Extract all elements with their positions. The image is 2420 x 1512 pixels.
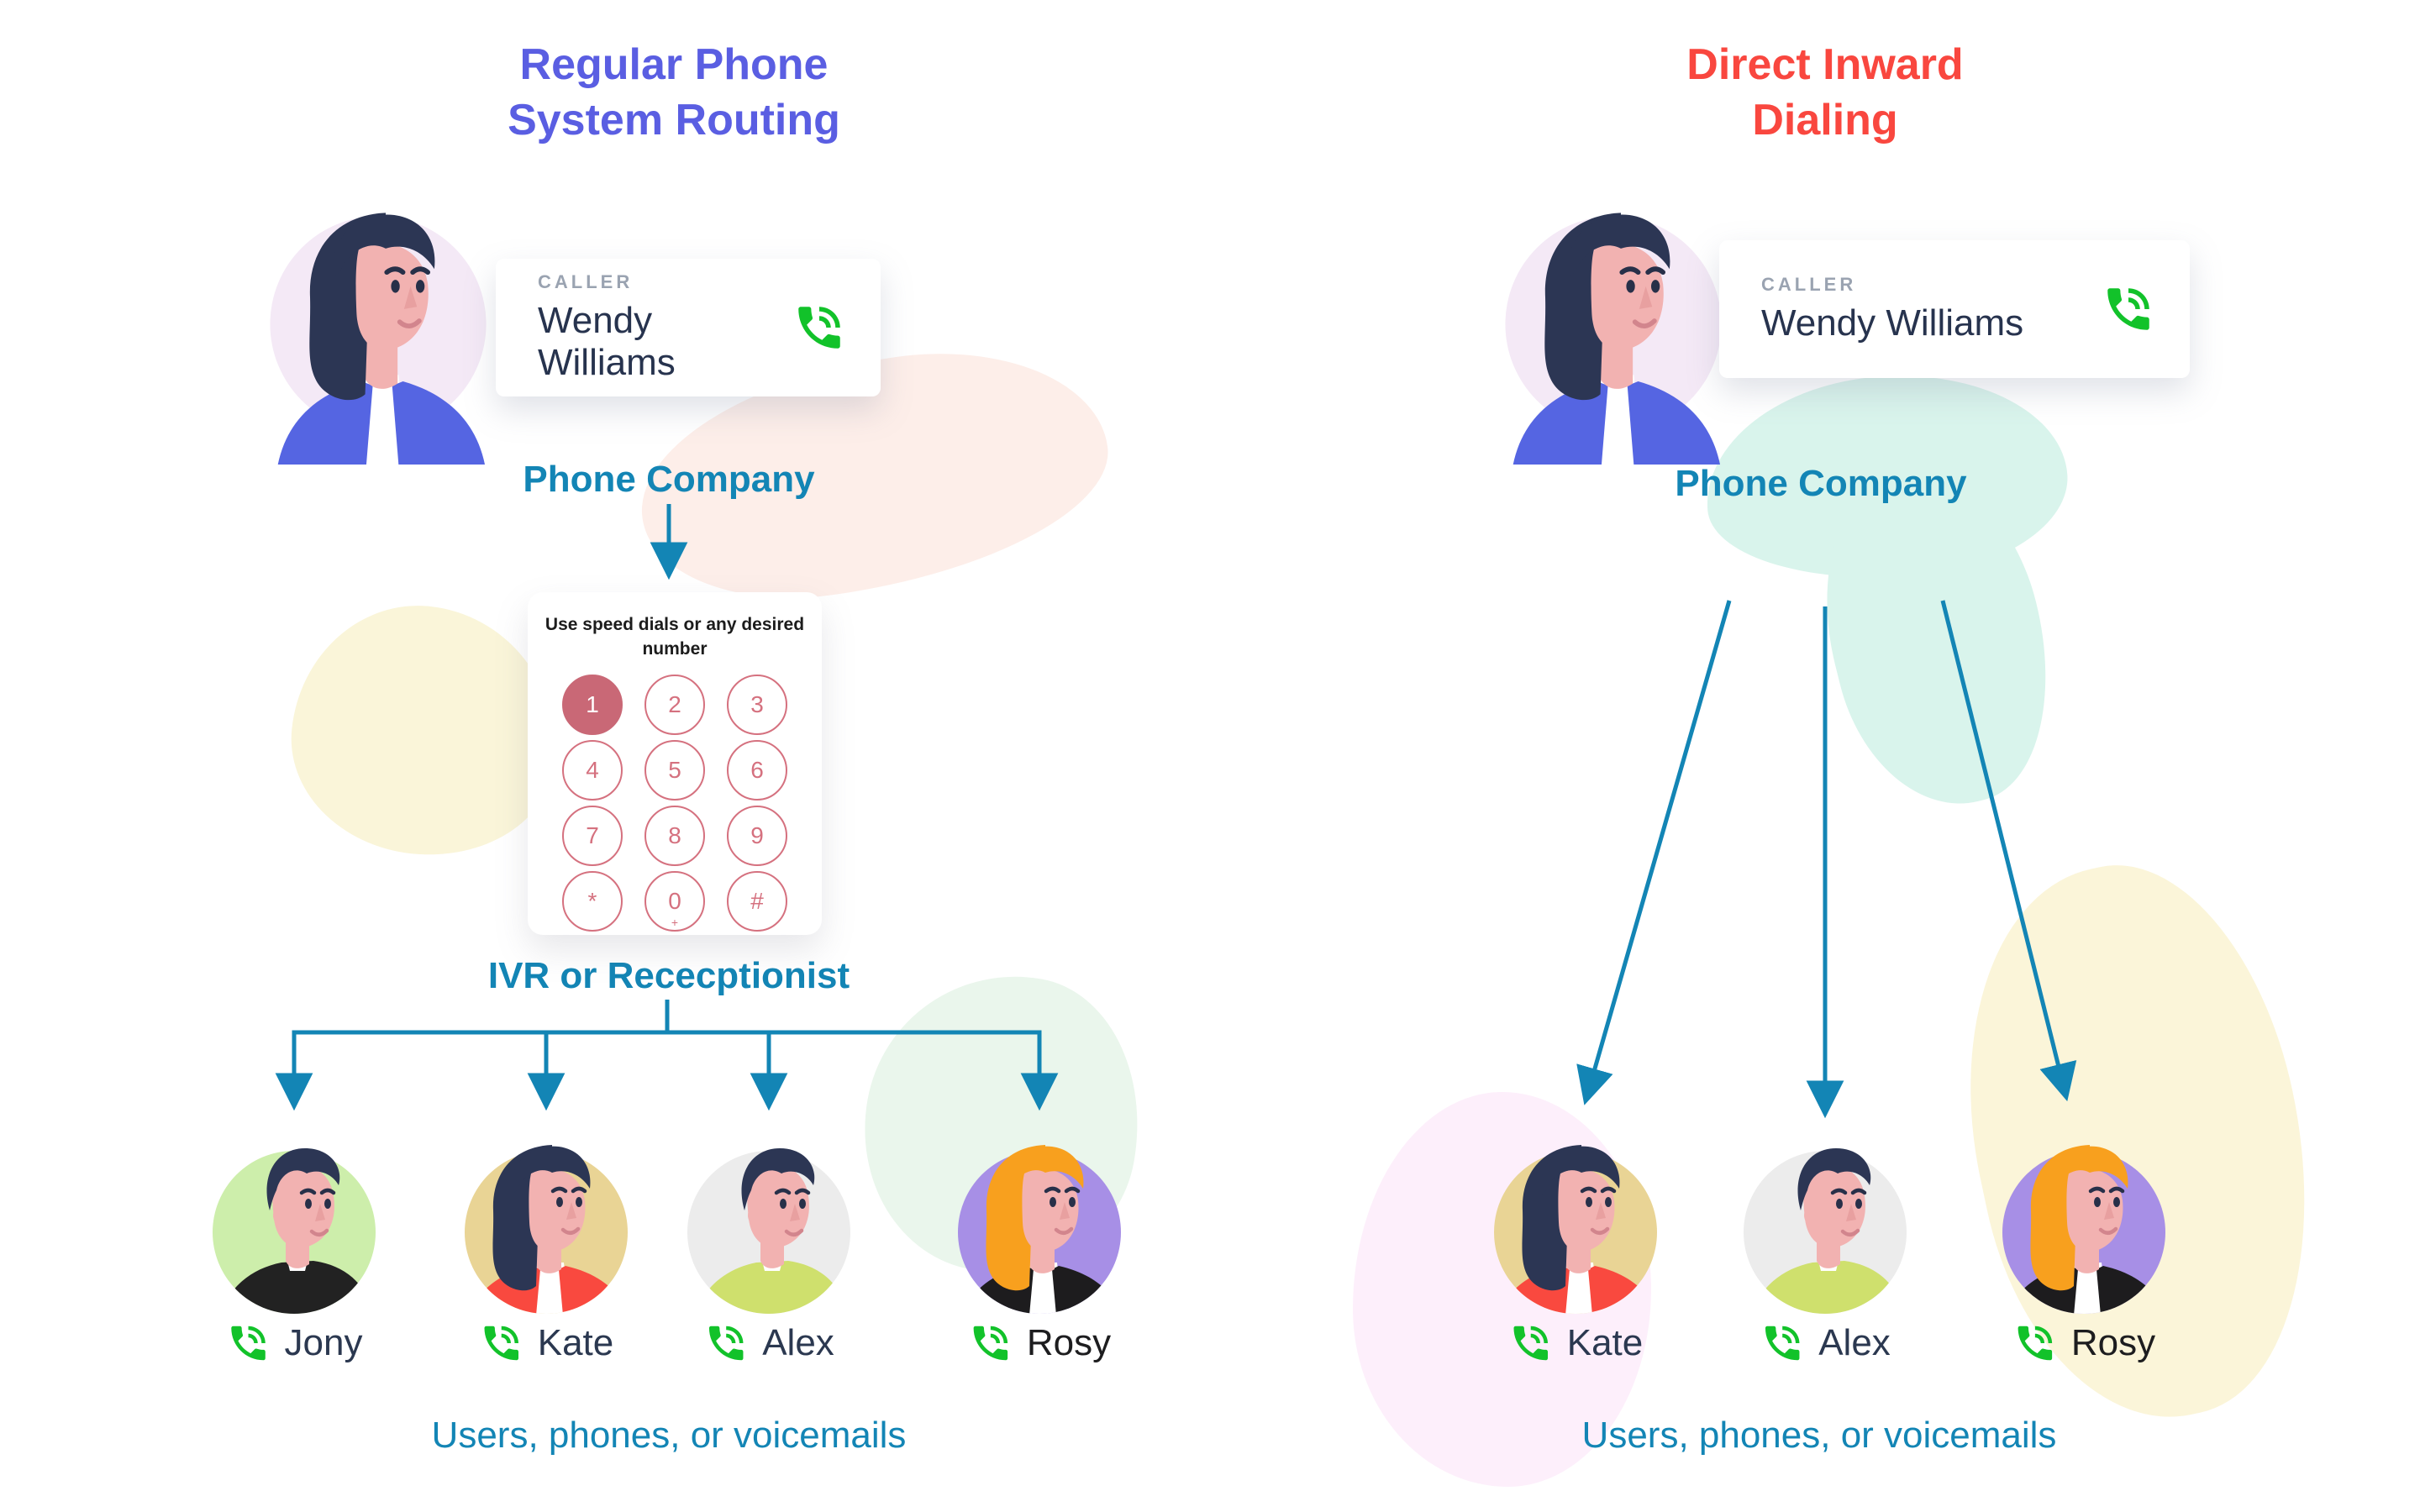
phone-call-icon [1765,1326,1800,1361]
users-label: Users, phones, or voicemails [431,1415,907,1456]
left-avatar-rosy [951,1130,1128,1323]
incoming-call-icon [792,300,847,355]
right-title: Direct Inward Dialing [1531,37,2119,148]
right-avatar-kate [1487,1130,1664,1323]
phone-call-icon [2107,288,2149,330]
caller-label: CALLER [1761,274,1857,295]
left-label-rosy: Rosy [968,1320,1111,1366]
keypad-instruction-line2: number [642,639,708,659]
keypad-key-7[interactable]: 7 [562,806,623,866]
arrow-direct-rosy [1940,600,2077,1102]
right-title-line1: Direct Inward [1686,40,1964,89]
left-label-jony: Jony [226,1320,363,1366]
phone-call-icon [1513,1326,1548,1361]
caller-id-card: CALLER Wendy Williams [1719,240,2190,378]
caller-avatar [265,200,492,466]
caller-avatar [1500,200,1727,466]
keypad-instruction-line1: Use speed dials or any desired [544,615,805,634]
left-label-alex: Alex [703,1320,834,1366]
right-title-line2: Dialing [1752,96,1898,144]
person-name: Rosy [1026,1322,1112,1363]
phone-call-icon [798,307,840,349]
incoming-call-icon [2101,281,2156,337]
keypad-instruction: Use speed dials or any desired number [528,612,822,661]
keypad-key-3[interactable]: 3 [727,675,787,735]
right-avatar-rosy [1996,1130,2172,1323]
right-label-kate: Kate [1508,1320,1644,1366]
right-label-alex: Alex [1760,1320,1891,1366]
right-avatar-alex [1737,1130,1913,1323]
left-title-line2: System Routing [508,96,840,144]
users-label: Users, phones, or voicemails [1581,1415,2057,1456]
keypad-key-2[interactable]: 2 [644,675,705,735]
caller-name: Wendy Williams [1761,302,2024,344]
person-name: Rosy [2070,1322,2156,1363]
caller-id-card: CALLER Wendy Williams [496,259,881,396]
keypad-key-8[interactable]: 8 [644,806,705,866]
phone-call-icon [708,1326,744,1361]
person-name: Alex [762,1322,834,1363]
person-name: Alex [1818,1322,1891,1363]
arrow-direct-kate [1576,600,1732,1105]
phone-call-icon [973,1326,1008,1361]
keypad-key-1[interactable]: 1 [562,675,623,735]
person-name: Kate [537,1322,614,1363]
phone-company-label: Phone Company [1675,463,1967,504]
keypad-key-hash[interactable]: # [727,871,787,932]
caller-name: Wendy Williams [538,300,676,383]
phone-call-icon [484,1326,518,1361]
phone-company-label: Phone Company [523,459,815,500]
left-avatar-kate [458,1130,634,1323]
left-avatar-alex [681,1130,857,1323]
keypad-key-4[interactable]: 4 [562,740,623,801]
caller-label: CALLER [538,271,634,292]
right-label-rosy: Rosy [2012,1320,2155,1366]
person-name: Kate [1566,1322,1644,1363]
keypad-key-6[interactable]: 6 [727,740,787,801]
phone-call-icon [2018,1326,2053,1361]
left-label-kate: Kate [479,1320,614,1366]
left-avatar-jony [206,1130,382,1323]
phone-call-icon [231,1326,266,1361]
keypad-key-star[interactable]: * [562,871,623,932]
left-title-line1: Regular Phone [519,40,829,89]
keypad-key-0[interactable]: 0+ [644,871,705,932]
left-title: Regular Phone System Routing [380,37,968,148]
keypad-zero-plus: + [671,916,679,929]
person-name: Jony [284,1322,363,1363]
keypad-key-5[interactable]: 5 [644,740,705,801]
keypad-key-9[interactable]: 9 [727,806,787,866]
ivr-label: IVR or Rececptionist [487,955,850,996]
